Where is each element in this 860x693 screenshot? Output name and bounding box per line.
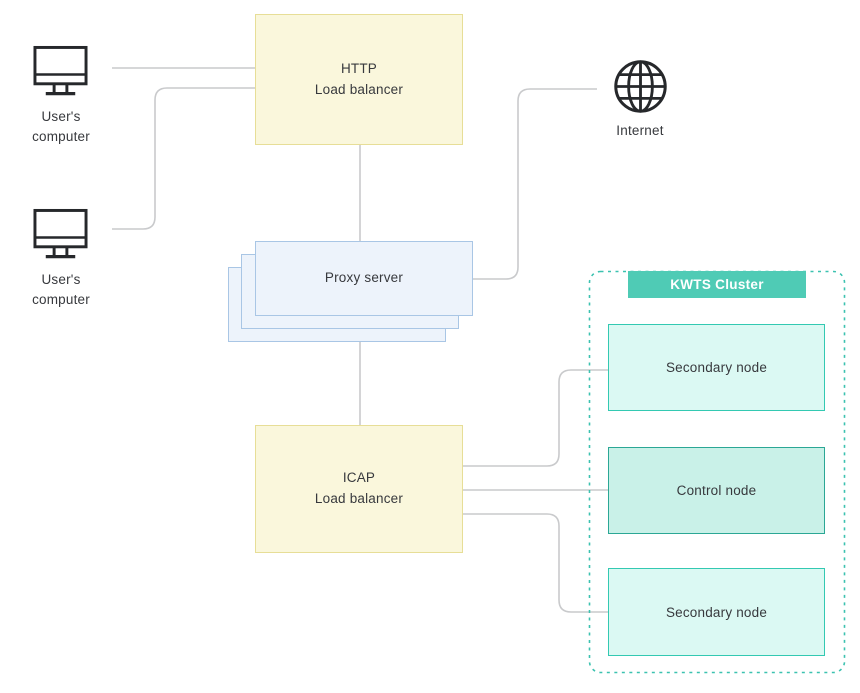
http-load-balancer-label: HTTP Load balancer — [314, 60, 404, 97]
secondary-node-2-box: Secondary node — [608, 568, 825, 656]
user-computer-1-label: User's computer — [32, 109, 90, 145]
secondary-node-1-box: Secondary node — [608, 324, 825, 411]
control-node-box: Control node — [608, 447, 825, 534]
proxy-server-label: Proxy server — [324, 270, 404, 286]
connector-user2-http — [112, 87, 255, 230]
kwts-cluster-title: KWTS Cluster — [628, 271, 806, 298]
secondary-node-2-label: Secondary node — [665, 604, 768, 620]
icap-load-balancer-box: ICAP Load balancer — [255, 425, 463, 553]
control-node-label: Control node — [676, 483, 757, 498]
kwts-cluster-title-label: KWTS Cluster — [670, 277, 764, 292]
secondary-node-1-label: Secondary node — [665, 360, 768, 375]
user-computer-2-label: User's computer — [32, 272, 90, 308]
monitor-icon — [33, 45, 88, 96]
proxy-server-box: Proxy server — [255, 241, 473, 316]
internet-label: Internet — [616, 123, 664, 138]
connector-proxy-internet — [473, 88, 597, 280]
connector-icap-secondary1 — [463, 369, 608, 467]
connector-icap-secondary2 — [463, 513, 608, 613]
http-load-balancer-box: HTTP Load balancer — [255, 14, 463, 145]
icap-load-balancer-label: ICAP Load balancer — [314, 470, 404, 506]
globe-icon — [614, 60, 667, 113]
monitor-icon — [33, 208, 88, 259]
